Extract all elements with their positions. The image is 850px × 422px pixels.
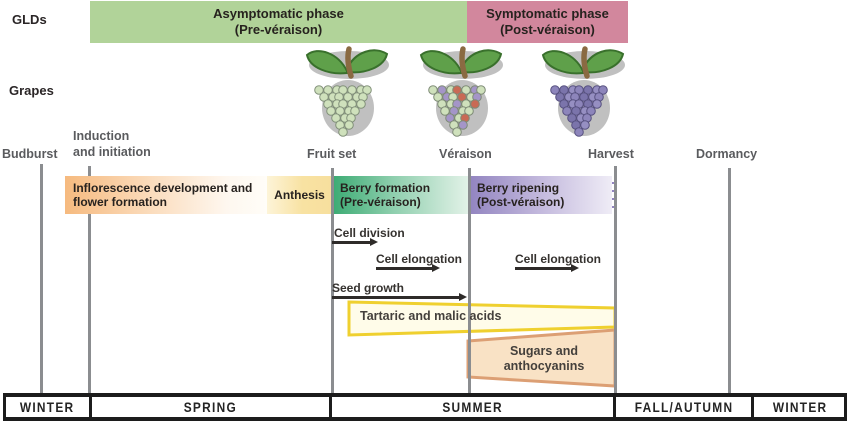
induction-tick-line xyxy=(88,166,91,393)
label-line: Induction xyxy=(73,129,130,143)
season-separator xyxy=(751,393,754,421)
asymptomatic-phase-line1: Asymptomatic phase xyxy=(213,5,344,21)
season-separator xyxy=(844,393,847,421)
veraison-grapes-illustration xyxy=(419,46,503,137)
symptomatic-phase-bar: Symptomatic phase (Post-véraison) xyxy=(467,1,628,43)
band-line: Inflorescence development and xyxy=(73,180,253,195)
season-separator xyxy=(329,393,332,421)
asymptomatic-phase-bar: Asymptomatic phase (Pre-véraison) xyxy=(90,1,467,43)
season-bar-top-border xyxy=(3,393,847,397)
label-line: Harvest xyxy=(588,147,634,161)
season-separator xyxy=(3,393,6,421)
cell-elongation-label-1: Cell elongation xyxy=(376,252,463,266)
season-cell-spring: SPRING xyxy=(91,397,330,417)
berry-ripening-band: Berry ripening (Post-véraison) xyxy=(469,176,615,214)
grapes-row-label: Grapes xyxy=(9,83,54,98)
timeline-label-budburst: Budburst xyxy=(2,146,58,162)
band-line: (Post-véraison) xyxy=(477,195,565,209)
label-line: Dormancy xyxy=(696,147,758,161)
cell-division-label: Cell division xyxy=(334,226,405,240)
sugars-anthocyanins-label: Sugars and anthocyanins xyxy=(482,344,606,374)
season-label: WINTER xyxy=(19,399,75,415)
band-line: Anthesis xyxy=(274,187,325,202)
band-line: (Pre-véraison) xyxy=(340,195,421,209)
fruit-set-grapes-illustration xyxy=(305,46,389,137)
budburst-tick-line xyxy=(40,164,43,393)
cell-elongation-arrow-2 xyxy=(515,267,571,270)
season-cell-summer: SUMMER xyxy=(330,397,615,417)
season-label: FALL/AUTUMN xyxy=(634,399,734,415)
cell-elongation-arrow-1 xyxy=(376,267,432,270)
label-line: Fruit set xyxy=(307,147,357,161)
season-separator xyxy=(613,393,616,421)
symptomatic-phase-line2: (Post-véraison) xyxy=(500,22,595,37)
harvest-tick-line xyxy=(614,166,617,393)
season-label: SPRING xyxy=(183,399,238,415)
season-cell-winter-2: WINTER xyxy=(753,397,847,417)
inflorescence-development-band: Inflorescence development and flower for… xyxy=(65,176,267,214)
anthesis-band: Anthesis xyxy=(267,176,332,214)
timeline-label-fruit-set: Fruit set xyxy=(307,146,356,162)
dormancy-tick-line xyxy=(728,168,731,393)
season-label: WINTER xyxy=(772,399,828,415)
cell-elongation-label-2: Cell elongation xyxy=(515,252,602,266)
seed-growth-arrowhead-icon xyxy=(459,293,467,301)
timeline-label-induction: Induction and initiation xyxy=(73,128,151,160)
cell-elongation-arrowhead-icon-1 xyxy=(432,264,440,272)
asymptomatic-phase-line2: (Pre-véraison) xyxy=(234,22,323,37)
label-line: anthocyanins xyxy=(503,359,585,373)
berry-formation-band: Berry formation (Pre-véraison) xyxy=(332,176,469,214)
label-line: Véraison xyxy=(439,147,492,161)
band-line: Berry ripening xyxy=(477,180,560,195)
season-separator xyxy=(89,393,92,421)
cell-division-arrowhead-icon xyxy=(370,238,378,246)
season-cell-fall-autumn: FALL/AUTUMN xyxy=(615,397,753,417)
seed-growth-arrow xyxy=(332,296,460,299)
season-label: SUMMER xyxy=(442,399,503,415)
harvest-grapes-illustration xyxy=(541,46,625,137)
veraison-tick-line xyxy=(468,168,471,393)
cell-division-arrow xyxy=(332,241,370,244)
seed-growth-label: Seed growth xyxy=(332,281,405,295)
label-line: Sugars and xyxy=(509,344,579,358)
label-line: and initiation xyxy=(73,145,151,159)
tartaric-malic-acids-label: Tartaric and malic acids xyxy=(360,309,502,323)
timeline-label-harvest: Harvest xyxy=(588,146,634,162)
timeline-label-veraison: Véraison xyxy=(439,146,492,162)
season-cell-winter-1: WINTER xyxy=(3,397,91,417)
fruit-set-tick-line xyxy=(331,168,334,393)
cell-elongation-arrowhead-icon-2 xyxy=(571,264,579,272)
label-line: Budburst xyxy=(2,147,58,161)
season-bar-bottom-border xyxy=(3,417,847,421)
band-line: Berry formation xyxy=(340,180,431,195)
symptomatic-phase-line1: Symptomatic phase xyxy=(486,5,609,21)
glds-row-label: GLDs xyxy=(12,12,47,27)
band-line: flower formation xyxy=(73,195,168,209)
timeline-label-dormancy: Dormancy xyxy=(696,146,757,162)
